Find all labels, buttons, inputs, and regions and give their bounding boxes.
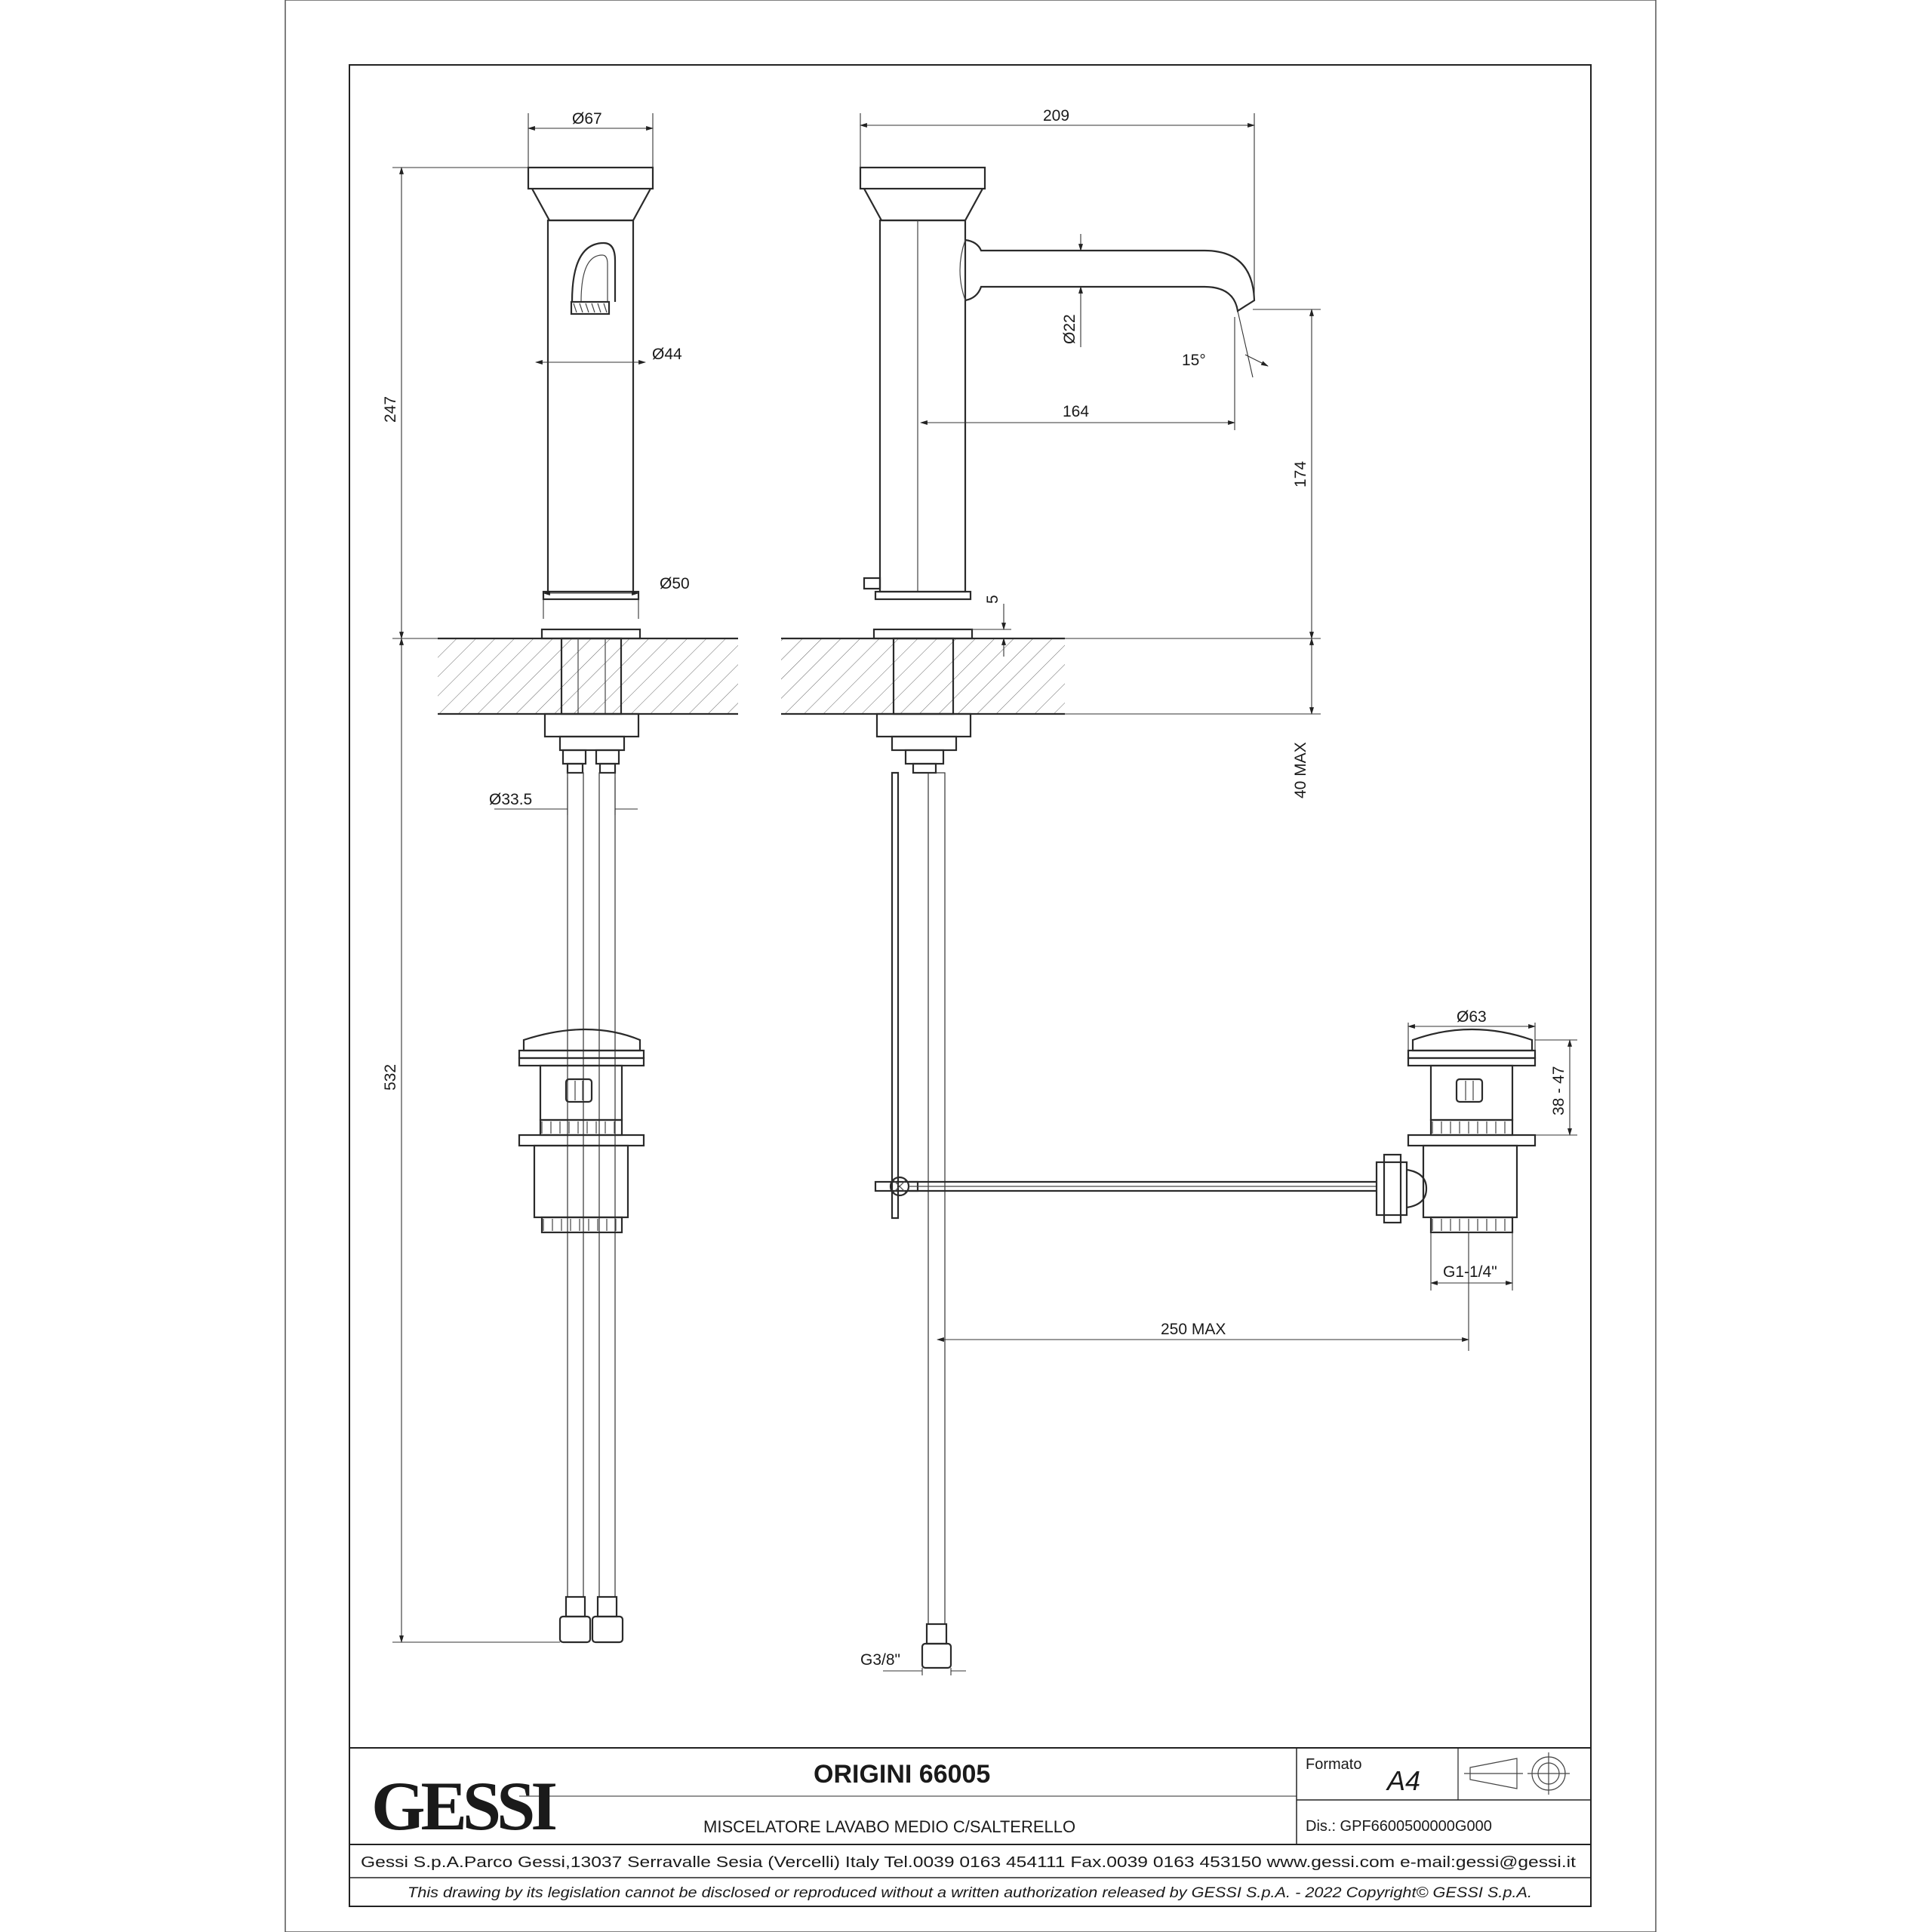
dim-spout-reach: 164	[1063, 403, 1089, 420]
legal-note: This drawing by its legislation cannot b…	[408, 1885, 1532, 1901]
dim-front-base-dia: Ø50	[660, 575, 690, 592]
dim-hose-length: 532	[382, 1064, 399, 1091]
dim-side-width: 209	[1043, 107, 1069, 125]
side-view-mixer	[859, 166, 1256, 774]
side-view-waste	[1375, 1028, 1537, 1234]
front-view-mixer	[527, 166, 654, 774]
dimension-lines	[392, 113, 1577, 1675]
gessi-logo: GESSI	[371, 1767, 555, 1844]
dim-spout-dia: Ø22	[1061, 314, 1078, 344]
dim-front-height: 247	[382, 396, 399, 423]
formato-value: A4	[1386, 1765, 1420, 1796]
dim-hose-dia: Ø33.5	[489, 791, 532, 808]
dimension-labels: Ø67 209 247 532 Ø44 Ø50 Ø33.5 Ø22 15° 16…	[382, 107, 1567, 1669]
dim-rod-length: 250 MAX	[1161, 1321, 1226, 1338]
drawing-frame	[349, 64, 1592, 1907]
company-line: Gessi S.p.A.Parco Gessi,13037 Serravalle…	[361, 1854, 1577, 1871]
product-title: ORIGINI 66005	[814, 1760, 990, 1789]
dim-waste-dia: Ø63	[1457, 1008, 1487, 1026]
formato-label: Formato	[1306, 1756, 1361, 1773]
dim-hose-thread: G3/8"	[860, 1651, 900, 1669]
front-view-hoses	[558, 772, 624, 1644]
outer-border	[285, 0, 1657, 1932]
title-block: GESSI ORIGINI 66005 MISCELATORE LAVABO M…	[349, 1747, 1591, 1901]
dim-base-gap: 5	[984, 595, 1001, 604]
side-view-hose-and-rod	[874, 771, 1377, 1669]
dim-waste-range: 38 - 47	[1550, 1066, 1567, 1115]
projection-symbol-icon	[1464, 1752, 1570, 1795]
dim-spout-height: 174	[1292, 461, 1309, 488]
dim-waste-thread: G1-1/4"	[1443, 1263, 1497, 1281]
front-view-waste	[518, 1028, 645, 1234]
countertop-section	[438, 637, 1065, 715]
product-description: MISCELATORE LAVABO MEDIO C/SALTERELLO	[703, 1817, 1075, 1836]
dim-front-top-dia: Ø67	[572, 110, 602, 128]
drawing-number: Dis.: GPF6600500000G000	[1306, 1818, 1492, 1835]
dim-front-body-dia: Ø44	[652, 346, 682, 363]
dim-deck-thickness: 40 MAX	[1292, 742, 1309, 798]
dim-spout-angle: 15°	[1182, 352, 1206, 369]
